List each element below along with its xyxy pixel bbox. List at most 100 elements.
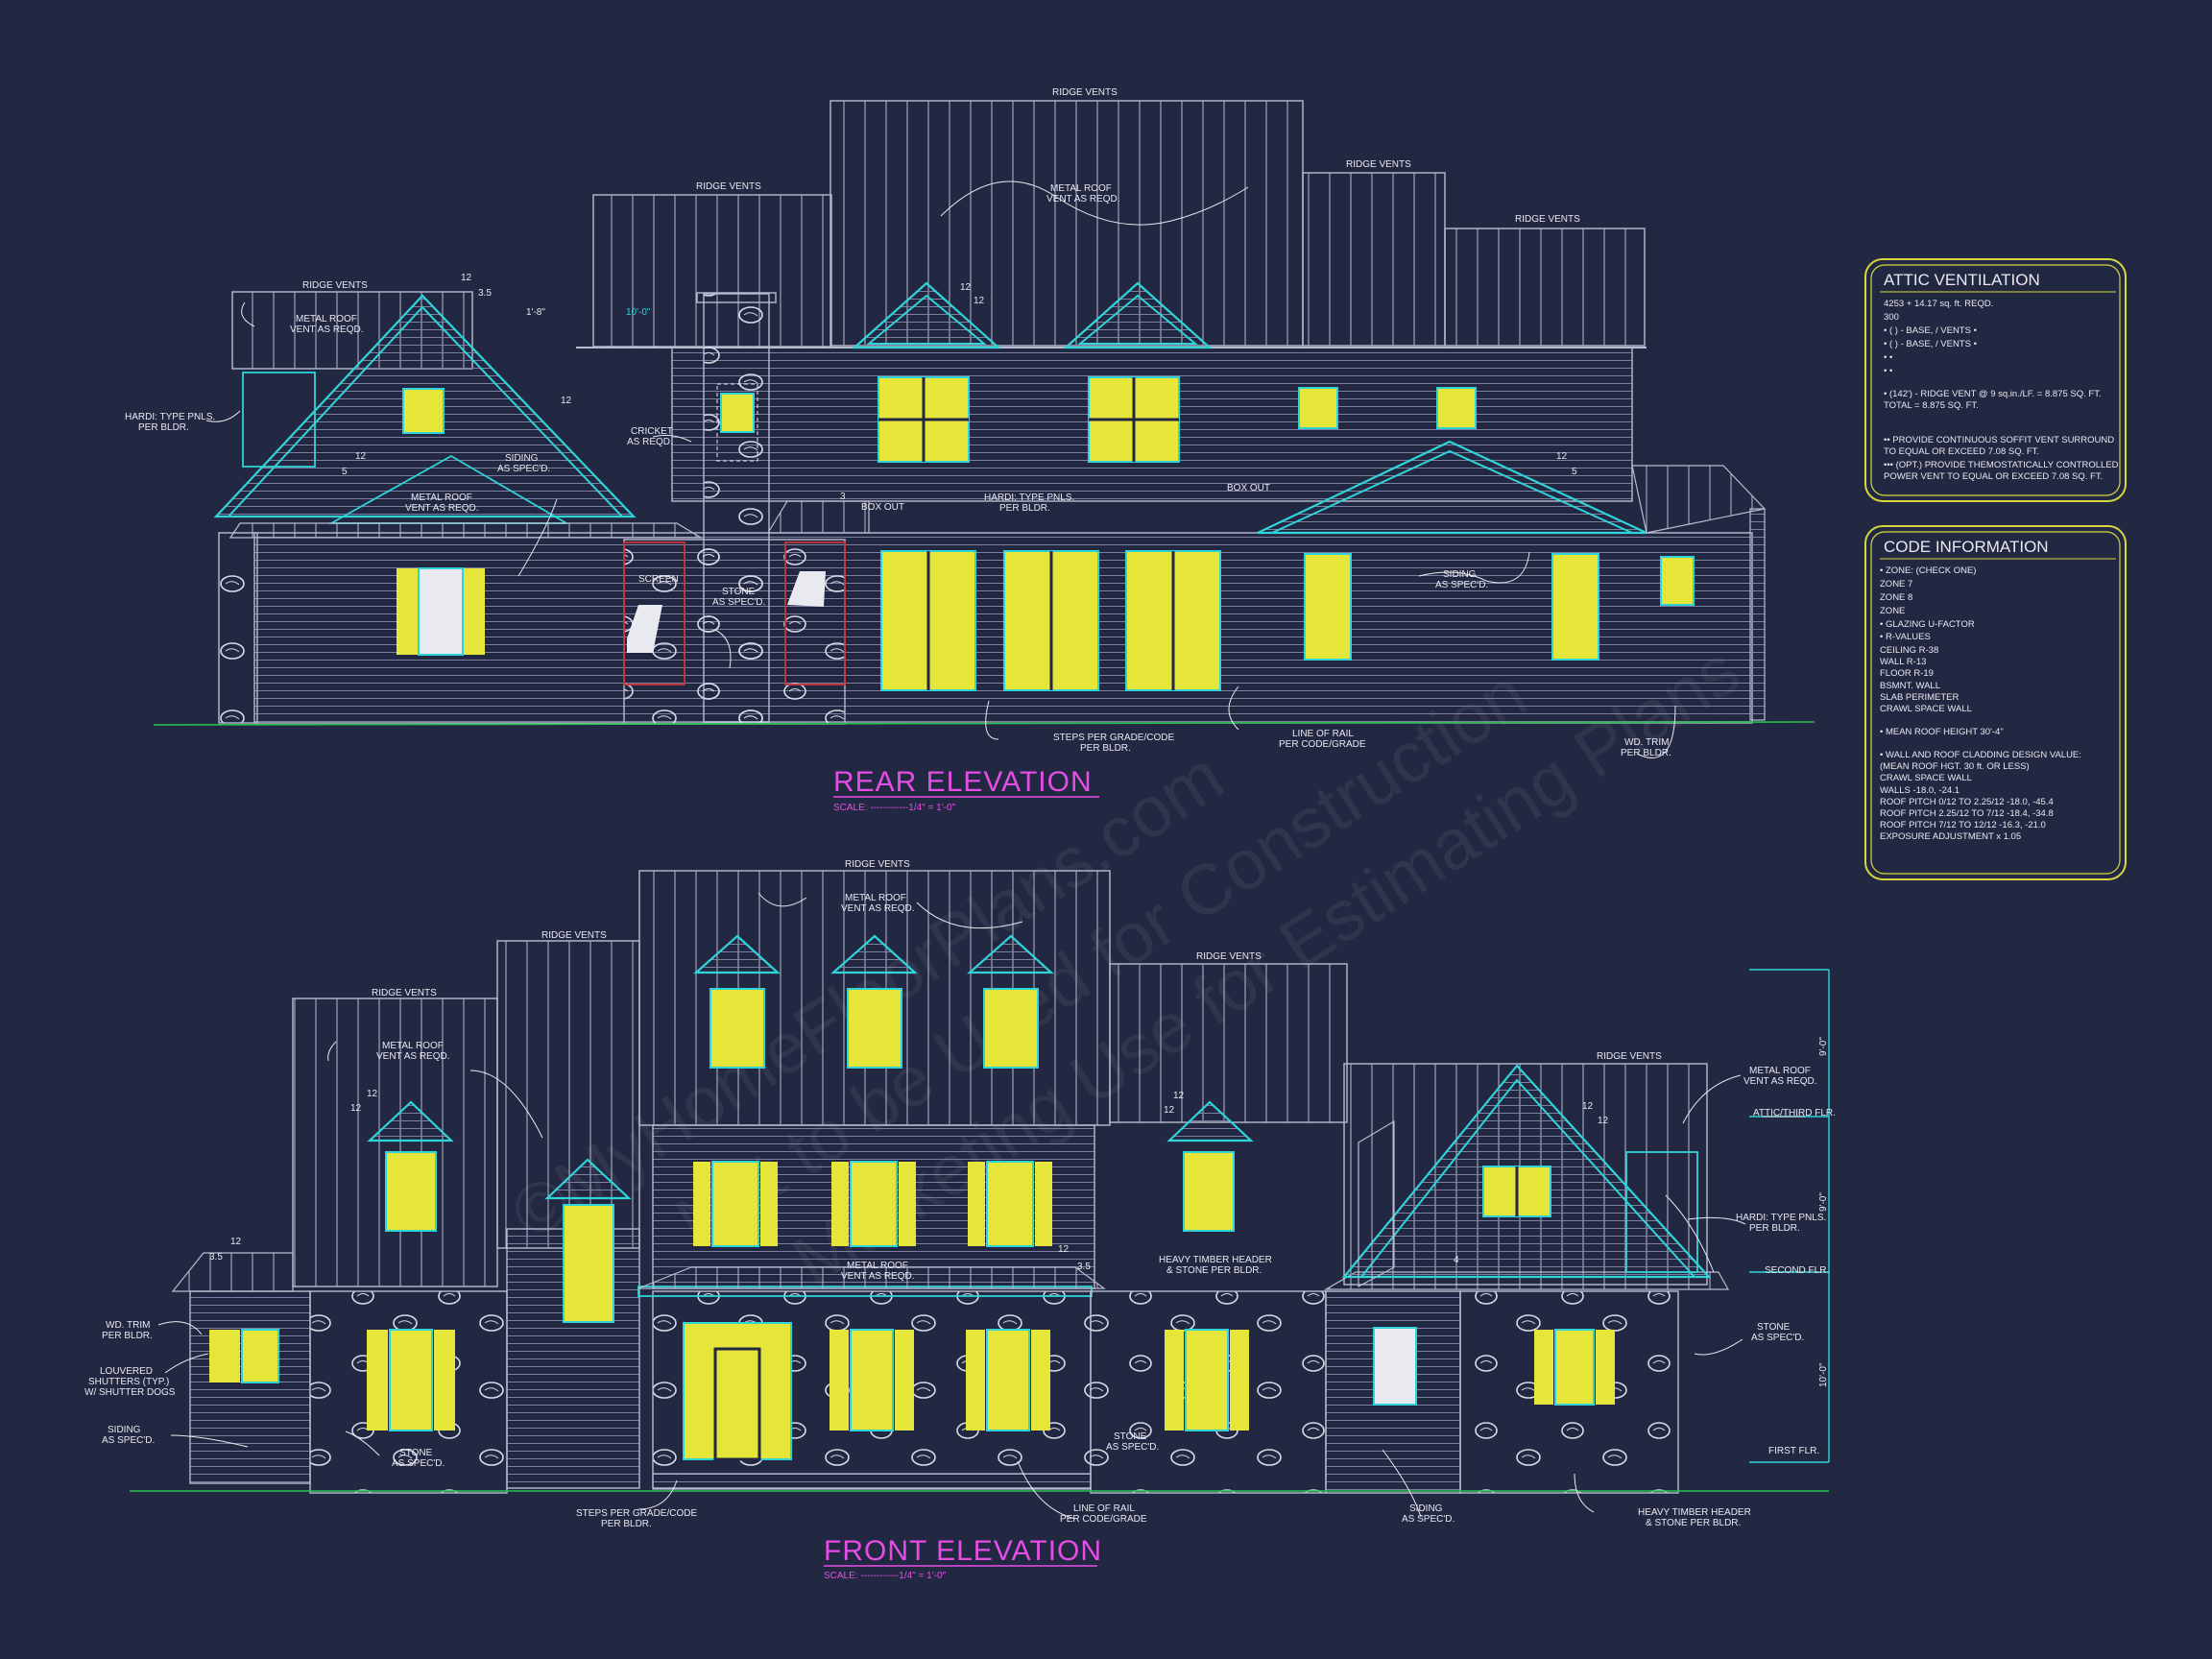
front-pitch-12e: 12	[1173, 1091, 1185, 1101]
front-note-stone-c1: STONE	[1114, 1431, 1147, 1442]
front-note-siding-l2: AS SPEC'D.	[102, 1435, 155, 1446]
front-note-metal-top-2: VENT AS REQD.	[841, 903, 915, 914]
front-note-ridge-top: RIDGE VENTS	[845, 859, 910, 870]
code-line-1: ZONE 7	[1880, 579, 1912, 589]
front-note-siding-l1: SIDING	[108, 1425, 141, 1435]
rear-note-siding-1: SIDING	[505, 453, 539, 464]
rear-note-hardi-center-1: HARDI: TYPE PNLS.	[984, 493, 1074, 503]
attic-line-8: •• PROVIDE CONTINUOUS SOFFIT VENT SURROU…	[1884, 435, 2114, 445]
rear-dim-10: 10'-0"	[626, 307, 651, 318]
rear-pitch-5b: 5	[1572, 467, 1577, 477]
code-box-title: CODE INFORMATION	[1884, 538, 2049, 556]
front-pitch-12g: 12	[1582, 1101, 1594, 1112]
code-line-10: SLAB PERIMETER	[1880, 692, 1959, 703]
front-note-metal-right-1: METAL ROOF	[1749, 1066, 1811, 1076]
rear-dim-1: 1'-8"	[526, 307, 545, 318]
rear-note-siding-right-1: SIDING	[1443, 569, 1477, 580]
front-pitch-4: 4	[1454, 1255, 1459, 1265]
rear-pitch-12f: 12	[1556, 451, 1568, 462]
attic-line-9: TO EQUAL OR EXCEED 7.08 SQ. FT.	[1884, 446, 2039, 457]
attic-line-0: 4253 + 14.17 sq. ft. REQD.	[1884, 299, 1993, 309]
rear-note-ridge-top: RIDGE VENTS	[1052, 87, 1118, 98]
front-pitch-35b: 3.5	[1077, 1262, 1091, 1272]
front-note-shutters-3: W/ SHUTTER DOGS	[84, 1387, 176, 1398]
code-line-15: • WALL AND ROOF CLADDING DESIGN VALUE:	[1880, 750, 2081, 760]
rear-note-steps-1: STEPS PER GRADE/CODE	[1053, 733, 1174, 743]
front-note-rail-2: PER CODE/GRADE	[1060, 1514, 1147, 1525]
rear-note-rail-2: PER CODE/GRADE	[1279, 739, 1366, 750]
code-line-20: ROOF PITCH 2.25/12 TO 7/12 -18.4, -34.8	[1880, 808, 2054, 819]
front-note-metal-left-2: VENT AS REQD.	[376, 1051, 450, 1062]
code-line-3: ZONE	[1880, 606, 1905, 616]
front-note-timber-b2: & STONE PER BLDR.	[1646, 1518, 1741, 1528]
code-information-box: CODE INFORMATION • ZONE: (CHECK ONE) ZON…	[1864, 525, 2127, 880]
rear-note-rail-1: LINE OF RAIL	[1292, 729, 1354, 739]
front-note-timber-b1: HEAVY TIMBER HEADER	[1638, 1507, 1751, 1518]
front-pitch-12d: 12	[1058, 1244, 1070, 1255]
front-note-ridge-right: RIDGE VENTS	[1196, 951, 1262, 962]
front-note-steps-1: STEPS PER GRADE/CODE	[576, 1508, 697, 1519]
rear-pitch-5a: 5	[342, 467, 348, 477]
rear-note-hardi-2: PER BLDR.	[138, 422, 189, 433]
code-line-11: CRAWL SPACE WALL	[1880, 704, 1972, 714]
code-line-4: • GLAZING U-FACTOR	[1880, 619, 1975, 630]
front-level-second: SECOND FLR.	[1765, 1265, 1829, 1276]
rear-note-steps-2: PER BLDR.	[1080, 743, 1131, 754]
rear-note-metal-top-1: METAL ROOF	[1050, 183, 1112, 194]
front-note-timber-1: HEAVY TIMBER HEADER	[1159, 1255, 1272, 1265]
front-level-first: FIRST FLR.	[1768, 1446, 1819, 1456]
attic-ventilation-box: ATTIC VENTILATION 4253 + 14.17 sq. ft. R…	[1864, 258, 2127, 502]
rear-note-hardi-1: HARDI: TYPE PNLS.	[125, 412, 215, 422]
front-elevation-scale: SCALE: ------------1/4" = 1'-0"	[824, 1571, 947, 1581]
rear-note-ridge-mid: RIDGE VENTS	[696, 181, 761, 192]
front-note-steps-2: PER BLDR.	[601, 1519, 652, 1529]
rear-note-metal-left-1: METAL ROOF	[296, 314, 357, 325]
rear-pitch-35: 3.5	[478, 288, 492, 299]
code-line-2: ZONE 8	[1880, 592, 1912, 603]
front-note-metal-right-2: VENT AS REQD.	[1743, 1076, 1817, 1087]
front-pitch-35a: 3.5	[209, 1252, 223, 1262]
attic-line-6: • (142') - RIDGE VENT @ 9 sq.in./LF. = 8…	[1884, 389, 2102, 399]
rear-pitch-12b: 12	[960, 282, 972, 293]
attic-line-5: • •	[1884, 366, 1892, 376]
code-line-8: FLOOR R-19	[1880, 668, 1934, 679]
front-note-metal-porch-1: METAL ROOF	[847, 1261, 908, 1271]
code-line-7: WALL R-13	[1880, 657, 1926, 667]
front-note-wd-trim-2: PER BLDR.	[102, 1331, 153, 1341]
front-note-stone-r2: AS SPEC'D.	[1751, 1333, 1804, 1343]
rear-note-stone-1: STONE	[722, 587, 756, 597]
front-pitch-12f: 12	[1164, 1105, 1175, 1116]
front-note-hardi-2: PER BLDR.	[1749, 1223, 1800, 1234]
rear-note-ridge-left: RIDGE VENTS	[302, 280, 368, 291]
front-dim-9a: 9'-0"	[1818, 1037, 1829, 1056]
attic-line-10: ••• (OPT.) PROVIDE THEMOSTATICALLY CONTR…	[1884, 460, 2119, 470]
attic-box-title: ATTIC VENTILATION	[1884, 271, 2040, 289]
rear-pitch-12c: 12	[974, 296, 985, 306]
rear-pitch-12e: 12	[355, 451, 367, 462]
front-pitch-12a: 12	[367, 1089, 378, 1099]
front-note-ridge-leftmost: RIDGE VENTS	[372, 988, 437, 998]
front-note-metal-top-1: METAL ROOF	[845, 893, 906, 903]
front-note-ridge-left: RIDGE VENTS	[541, 930, 607, 941]
code-line-19: ROOF PITCH 0/12 TO 2.25/12 -18.0, -45.4	[1880, 797, 2054, 807]
front-dim-10: 10'-0"	[1818, 1362, 1829, 1387]
front-note-rail-1: LINE OF RAIL	[1073, 1503, 1135, 1514]
rear-note-siding-right-2: AS SPEC'D.	[1435, 580, 1488, 590]
rear-note-stone-2: AS SPEC'D.	[712, 597, 765, 608]
front-note-shutters-1: LOUVERED	[100, 1366, 153, 1377]
front-note-siding-b2: AS SPEC'D.	[1402, 1514, 1455, 1525]
rear-note-metal-low-2: VENT AS REQD.	[405, 503, 479, 514]
attic-line-1: 300	[1884, 312, 1899, 323]
rear-note-hardi-center-2: PER BLDR.	[999, 503, 1050, 514]
rear-note-trim-2: PER BLDR.	[1621, 748, 1671, 758]
rear-note-metal-top-2: VENT AS REQD.	[1046, 194, 1120, 204]
front-elevation-title: FRONT ELEVATION	[824, 1535, 1102, 1567]
code-line-16: (MEAN ROOF HGT. 30 ft. OR LESS)	[1880, 761, 2030, 772]
front-note-stone-l2: AS SPEC'D.	[392, 1458, 445, 1469]
front-dim-9b: 9'-0"	[1818, 1192, 1829, 1212]
rear-note-trim-1: WD. TRIM	[1624, 737, 1669, 748]
rear-note-cricket-2: AS REQD.	[627, 437, 673, 447]
front-note-siding-b1: SIDING	[1409, 1503, 1443, 1514]
rear-note-siding-2: AS SPEC'D.	[497, 464, 550, 474]
attic-line-4: • •	[1884, 352, 1892, 363]
